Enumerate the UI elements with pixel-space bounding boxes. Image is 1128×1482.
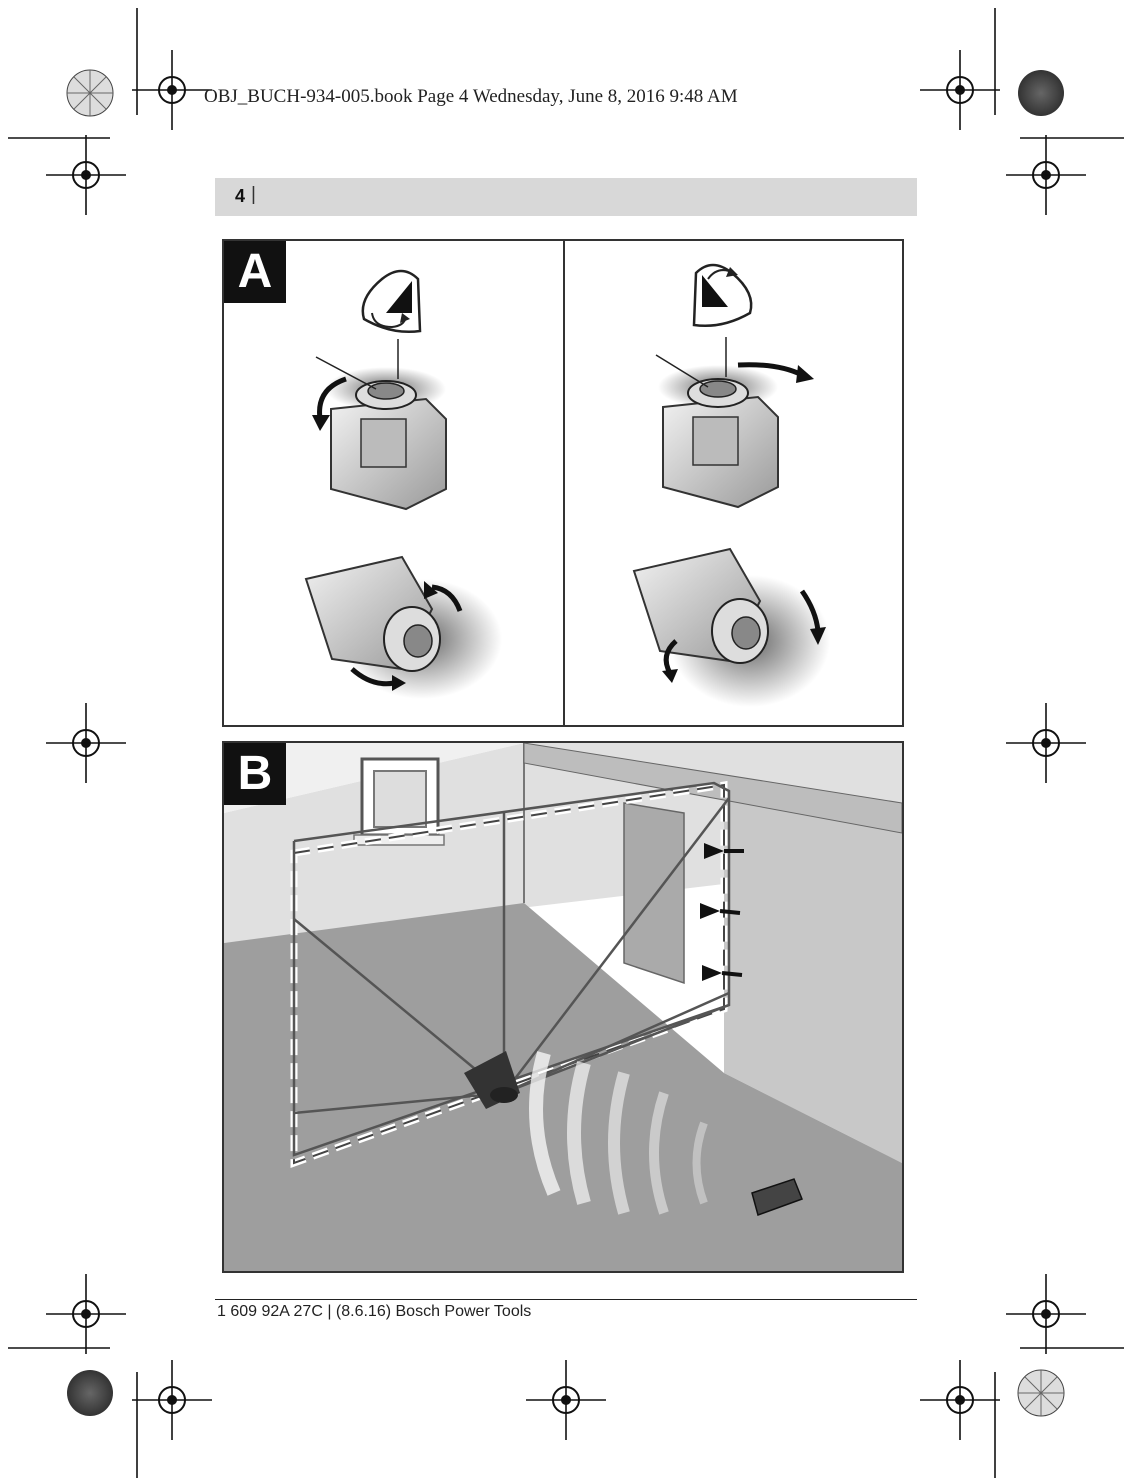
print-header: OBJ_BUCH-934-005.book Page 4 Wednesday, … xyxy=(204,86,738,107)
figure-a-illustration xyxy=(304,241,830,725)
registration-mark-icon xyxy=(131,1359,213,1441)
rotate-counterclockwise-icon xyxy=(361,269,422,333)
footer-rule xyxy=(215,1299,917,1300)
registration-mark-icon xyxy=(45,1273,127,1355)
rotation-laser-device-horizontal xyxy=(304,555,502,699)
registration-mark-icon xyxy=(45,134,127,216)
rotation-laser-device-horizontal xyxy=(632,547,830,707)
rotation-laser-device xyxy=(312,339,447,511)
registration-mark-icon xyxy=(919,49,1001,131)
figure-a: A xyxy=(222,239,904,727)
rotation-laser-on-floor xyxy=(464,1051,520,1109)
registration-mark-icon xyxy=(919,1359,1001,1441)
page-separator: | xyxy=(251,184,256,205)
color-target-icon xyxy=(1018,70,1064,116)
rotate-clockwise-icon xyxy=(692,263,753,327)
arrow-icon xyxy=(704,843,744,859)
registration-mark-icon xyxy=(1005,1273,1087,1355)
figure-b-label: B xyxy=(224,743,286,805)
color-target-icon xyxy=(67,1370,113,1416)
rotation-laser-device xyxy=(655,337,814,509)
page-number: 4 xyxy=(235,186,246,206)
arrow-icon xyxy=(700,903,741,919)
registration-mark-icon xyxy=(131,49,213,131)
figure-b: B xyxy=(222,741,904,1273)
footer-text: 1 609 92A 27C | (8.6.16) Bosch Power Too… xyxy=(217,1303,532,1320)
figure-b-illustration xyxy=(224,743,902,1271)
registration-mark-icon xyxy=(45,702,127,784)
figure-a-label: A xyxy=(224,241,286,303)
registration-mark-icon xyxy=(525,1359,607,1441)
remote-control xyxy=(751,1178,803,1216)
registration-mark-icon xyxy=(1005,702,1087,784)
registration-mark-icon xyxy=(1005,134,1087,216)
arrow-icon xyxy=(702,965,743,981)
color-target-icon xyxy=(66,69,114,117)
color-target-icon xyxy=(1017,1369,1065,1417)
page-number-bar: 4 | xyxy=(215,178,917,216)
